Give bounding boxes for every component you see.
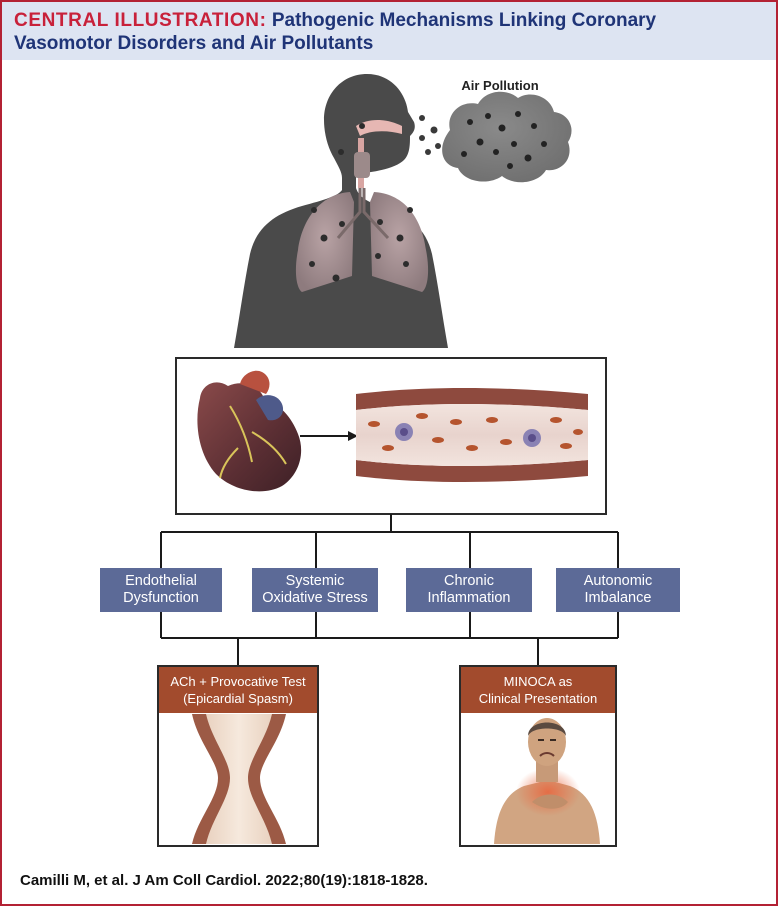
header-banner: CENTRAL ILLUSTRATION: Pathogenic Mechani… — [2, 2, 776, 60]
epicardial-spasm-illustration — [192, 714, 286, 844]
air-pollution-label: Air Pollution — [461, 78, 538, 93]
header-title-text: Pathogenic Mechanisms Linking Coronary V… — [14, 10, 657, 54]
mechanism-chronic-inflammation: Chronic Inflammation — [406, 568, 532, 612]
connector-lines — [160, 514, 619, 666]
outcome-label: MINOCA as Clinical Presentation — [478, 674, 598, 706]
mechanism-label: Systemic Oxidative Stress — [262, 573, 368, 606]
arrow-head-icon — [348, 431, 358, 441]
mechanism-systemic-oxidative-stress: Systemic Oxidative Stress — [252, 568, 378, 612]
citation: Camilli M, et al. J Am Coll Cardiol. 202… — [20, 872, 428, 889]
outcome-label: ACh + Provocative Test (Epicardial Spasm… — [170, 674, 306, 706]
header-label: CENTRAL ILLUSTRATION: — [14, 10, 267, 31]
mechanism-autonomic-imbalance: Autonomic Imbalance — [556, 568, 680, 612]
heart-illustration — [197, 370, 302, 492]
mechanism-label: Autonomic Imbalance — [583, 573, 653, 606]
pollution-cloud — [442, 91, 572, 183]
mechanism-endothelial-dysfunction: Endothelial Dysfunction — [100, 568, 222, 612]
blood-vessel-illustration — [356, 388, 588, 482]
outcome-header-minoca: MINOCA as Clinical Presentation — [461, 667, 615, 713]
mechanism-label: Chronic Inflammation — [427, 573, 511, 606]
page-title: CENTRAL ILLUSTRATION: Pathogenic Mechani… — [14, 9, 754, 55]
outcome-header-provocative-test: ACh + Provocative Test (Epicardial Spasm… — [159, 667, 317, 713]
minoca-patient-illustration — [494, 718, 600, 844]
human-silhouette — [234, 74, 448, 348]
mechanism-label: Endothelial Dysfunction — [123, 573, 199, 606]
